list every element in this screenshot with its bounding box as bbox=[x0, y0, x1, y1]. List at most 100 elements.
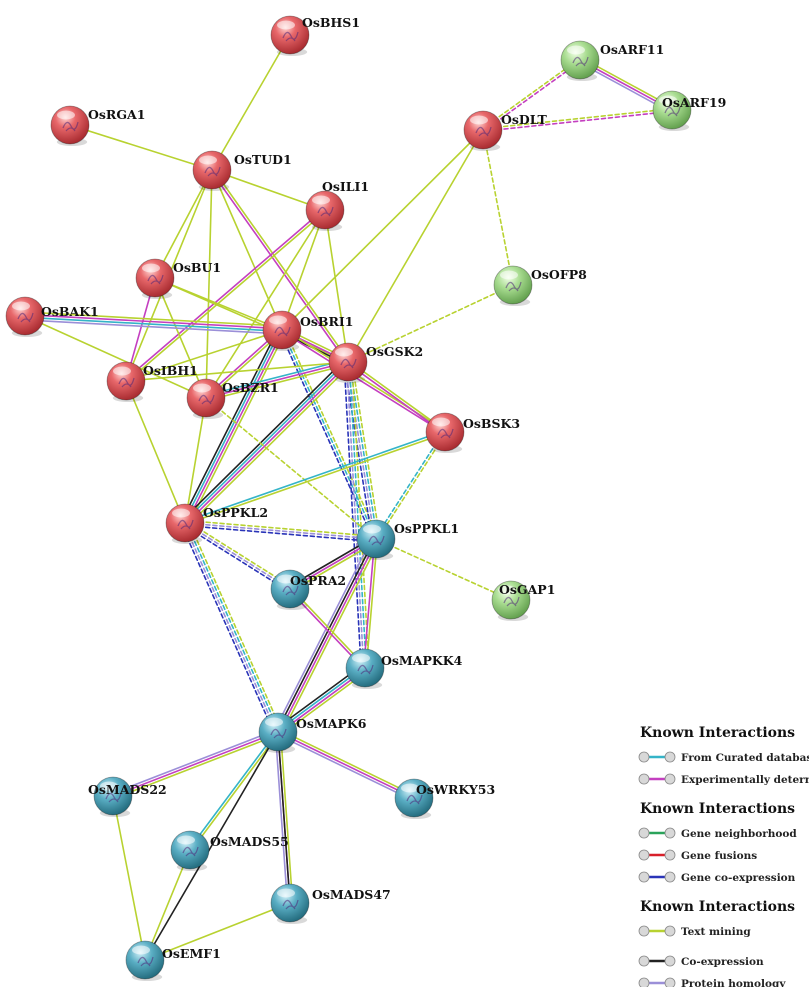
edge-strand-text_mining bbox=[281, 209, 326, 331]
legend-node-icon bbox=[664, 925, 676, 937]
edge-strand-experimental bbox=[346, 362, 446, 434]
node-highlight bbox=[401, 783, 419, 793]
node-highlight bbox=[352, 653, 370, 663]
edge-OsDLT-OsARF11 bbox=[481, 58, 582, 132]
node-OsMADS22[interactable]: OsMADS22 bbox=[88, 776, 167, 817]
node-highlight bbox=[500, 270, 518, 280]
node-OsARF19[interactable]: OsARF19 bbox=[652, 90, 726, 131]
edge-OsMADS47-OsEMF1 bbox=[144, 902, 291, 961]
edge-strand-text_mining bbox=[144, 849, 191, 961]
legend-node-icon bbox=[664, 849, 676, 861]
node-label: OsWRKY53 bbox=[416, 782, 495, 797]
edge-strand-coexpression bbox=[144, 731, 279, 961]
node-OsBSK3[interactable]: OsBSK3 bbox=[425, 412, 520, 453]
edge-OsBZR1-OsPPKL2 bbox=[184, 397, 207, 524]
node-highlight bbox=[470, 115, 488, 125]
edge-OsBZR1-OsPPKL1 bbox=[205, 397, 377, 540]
node-OsMAPK6[interactable]: OsMAPK6 bbox=[258, 712, 367, 753]
node-label: OsMADS55 bbox=[210, 834, 289, 849]
node-OsGAP1[interactable]: OsGAP1 bbox=[491, 580, 555, 621]
edge-OsPPKL1-OsMAPKK4 bbox=[362, 538, 379, 669]
edge-strand-text_mining bbox=[125, 380, 186, 524]
node-OsOFP8[interactable]: OsOFP8 bbox=[493, 265, 587, 306]
node-label: OsTUD1 bbox=[234, 152, 292, 167]
node-OsARF11[interactable]: OsARF11 bbox=[560, 40, 664, 81]
node-OsPRA2[interactable]: OsPRA2 bbox=[270, 569, 346, 610]
edge-strand-coexpression bbox=[276, 537, 376, 733]
edge-strand-text_mining bbox=[347, 360, 447, 432]
node-OsTUD1[interactable]: OsTUD1 bbox=[192, 150, 292, 191]
node-OsPPKL2[interactable]: OsPPKL2 bbox=[165, 503, 268, 544]
edge-OsBRI1-OsPPKL2 bbox=[180, 327, 287, 526]
edge-OsBSK3-OsPPKL1 bbox=[374, 430, 447, 541]
edge-strand-text_mining bbox=[211, 169, 326, 211]
edge-strand-curated bbox=[24, 316, 283, 333]
node-label: OsOFP8 bbox=[531, 267, 587, 282]
edge-strand-curated bbox=[188, 730, 278, 851]
edge-strand-text_mining bbox=[211, 169, 283, 331]
node-OsILI1[interactable]: OsILI1 bbox=[305, 179, 369, 231]
node-highlight bbox=[567, 45, 585, 55]
legend-node-icon bbox=[664, 977, 676, 987]
edge-strand-text_mining bbox=[279, 731, 294, 904]
node-OsIBH1[interactable]: OsIBH1 bbox=[106, 361, 198, 402]
protein-structure-icon bbox=[274, 326, 291, 337]
node-OsRGA1[interactable]: OsRGA1 bbox=[50, 105, 145, 146]
protein-structure-icon bbox=[118, 377, 135, 388]
node-highlight bbox=[363, 524, 381, 534]
node-label: OsEMF1 bbox=[162, 946, 221, 961]
node-highlight bbox=[312, 195, 330, 205]
legend-node-icon bbox=[638, 827, 650, 839]
node-highlight bbox=[172, 508, 190, 518]
edge-OsBU1-OsGSK2 bbox=[154, 277, 349, 363]
legend-item: Co-expression bbox=[638, 955, 764, 968]
node-label: OsDLT bbox=[501, 112, 548, 127]
legend-node-icon bbox=[664, 751, 676, 763]
edge-strand-homology bbox=[23, 319, 283, 335]
edge-OsILI1-OsBZR1 bbox=[205, 209, 326, 399]
edge-strand-text_mining bbox=[185, 519, 293, 588]
edge-strand-text_mining bbox=[205, 363, 350, 402]
edge-strand-homology bbox=[274, 731, 289, 904]
node-OsBZR1[interactable]: OsBZR1 bbox=[186, 378, 279, 419]
legend-item: Experimentally determined bbox=[638, 773, 809, 786]
node-highlight bbox=[142, 263, 160, 273]
legend-label: Gene neighborhood bbox=[681, 828, 797, 840]
node-highlight bbox=[57, 110, 75, 120]
node-OsBAK1[interactable]: OsBAK1 bbox=[5, 296, 99, 337]
node-OsBU1[interactable]: OsBU1 bbox=[135, 258, 221, 299]
node-OsBHS1[interactable]: OsBHS1 bbox=[270, 15, 360, 56]
node-OsMAPKK4[interactable]: OsMAPKK4 bbox=[345, 648, 463, 689]
edge-OsDLT-OsGSK2 bbox=[347, 129, 484, 363]
node-highlight bbox=[277, 888, 295, 898]
node-OsEMF1[interactable]: OsEMF1 bbox=[125, 940, 221, 981]
edge-strand-homology bbox=[184, 522, 377, 540]
edge-OsBSK3-OsPPKL2 bbox=[183, 429, 447, 526]
edge-OsTUD1-OsILI1 bbox=[211, 169, 326, 211]
edge-strand-cooccurrence bbox=[182, 524, 290, 593]
edge-strand-text_mining bbox=[112, 795, 146, 961]
edge-strand-text_mining bbox=[144, 902, 291, 961]
legend-item: Gene fusions bbox=[638, 849, 757, 862]
node-OsGSK2[interactable]: OsGSK2 bbox=[328, 342, 423, 383]
node-OsMADS47[interactable]: OsMADS47 bbox=[270, 883, 391, 924]
node-OsMADS55[interactable]: OsMADS55 bbox=[170, 830, 289, 871]
node-OsBRI1[interactable]: OsBRI1 bbox=[262, 310, 353, 351]
legend-heading: Known Interactions bbox=[640, 899, 795, 915]
edge-strand-text_mining bbox=[375, 538, 512, 601]
edge-strand-text_mining bbox=[154, 277, 207, 399]
protein-structure-icon bbox=[664, 106, 681, 117]
edge-strand-text_mining bbox=[125, 361, 349, 382]
edge-strand-text_mining bbox=[365, 538, 379, 669]
edge-strand-curated bbox=[185, 521, 280, 733]
node-OsDLT[interactable]: OsDLT bbox=[463, 110, 548, 151]
protein-structure-icon bbox=[317, 206, 334, 217]
node-label: OsARF11 bbox=[600, 42, 664, 57]
legend-heading: Known Interactions bbox=[640, 725, 795, 741]
node-OsWRKY53[interactable]: OsWRKY53 bbox=[394, 778, 495, 819]
edge-OsMAPK6-OsMADS22 bbox=[111, 728, 280, 800]
edge-strand-experimental bbox=[482, 60, 582, 132]
edge-strand-text_mining bbox=[187, 330, 287, 526]
node-OsPPKL1[interactable]: OsPPKL1 bbox=[356, 519, 459, 560]
edge-OsMADS22-OsEMF1 bbox=[112, 795, 146, 961]
